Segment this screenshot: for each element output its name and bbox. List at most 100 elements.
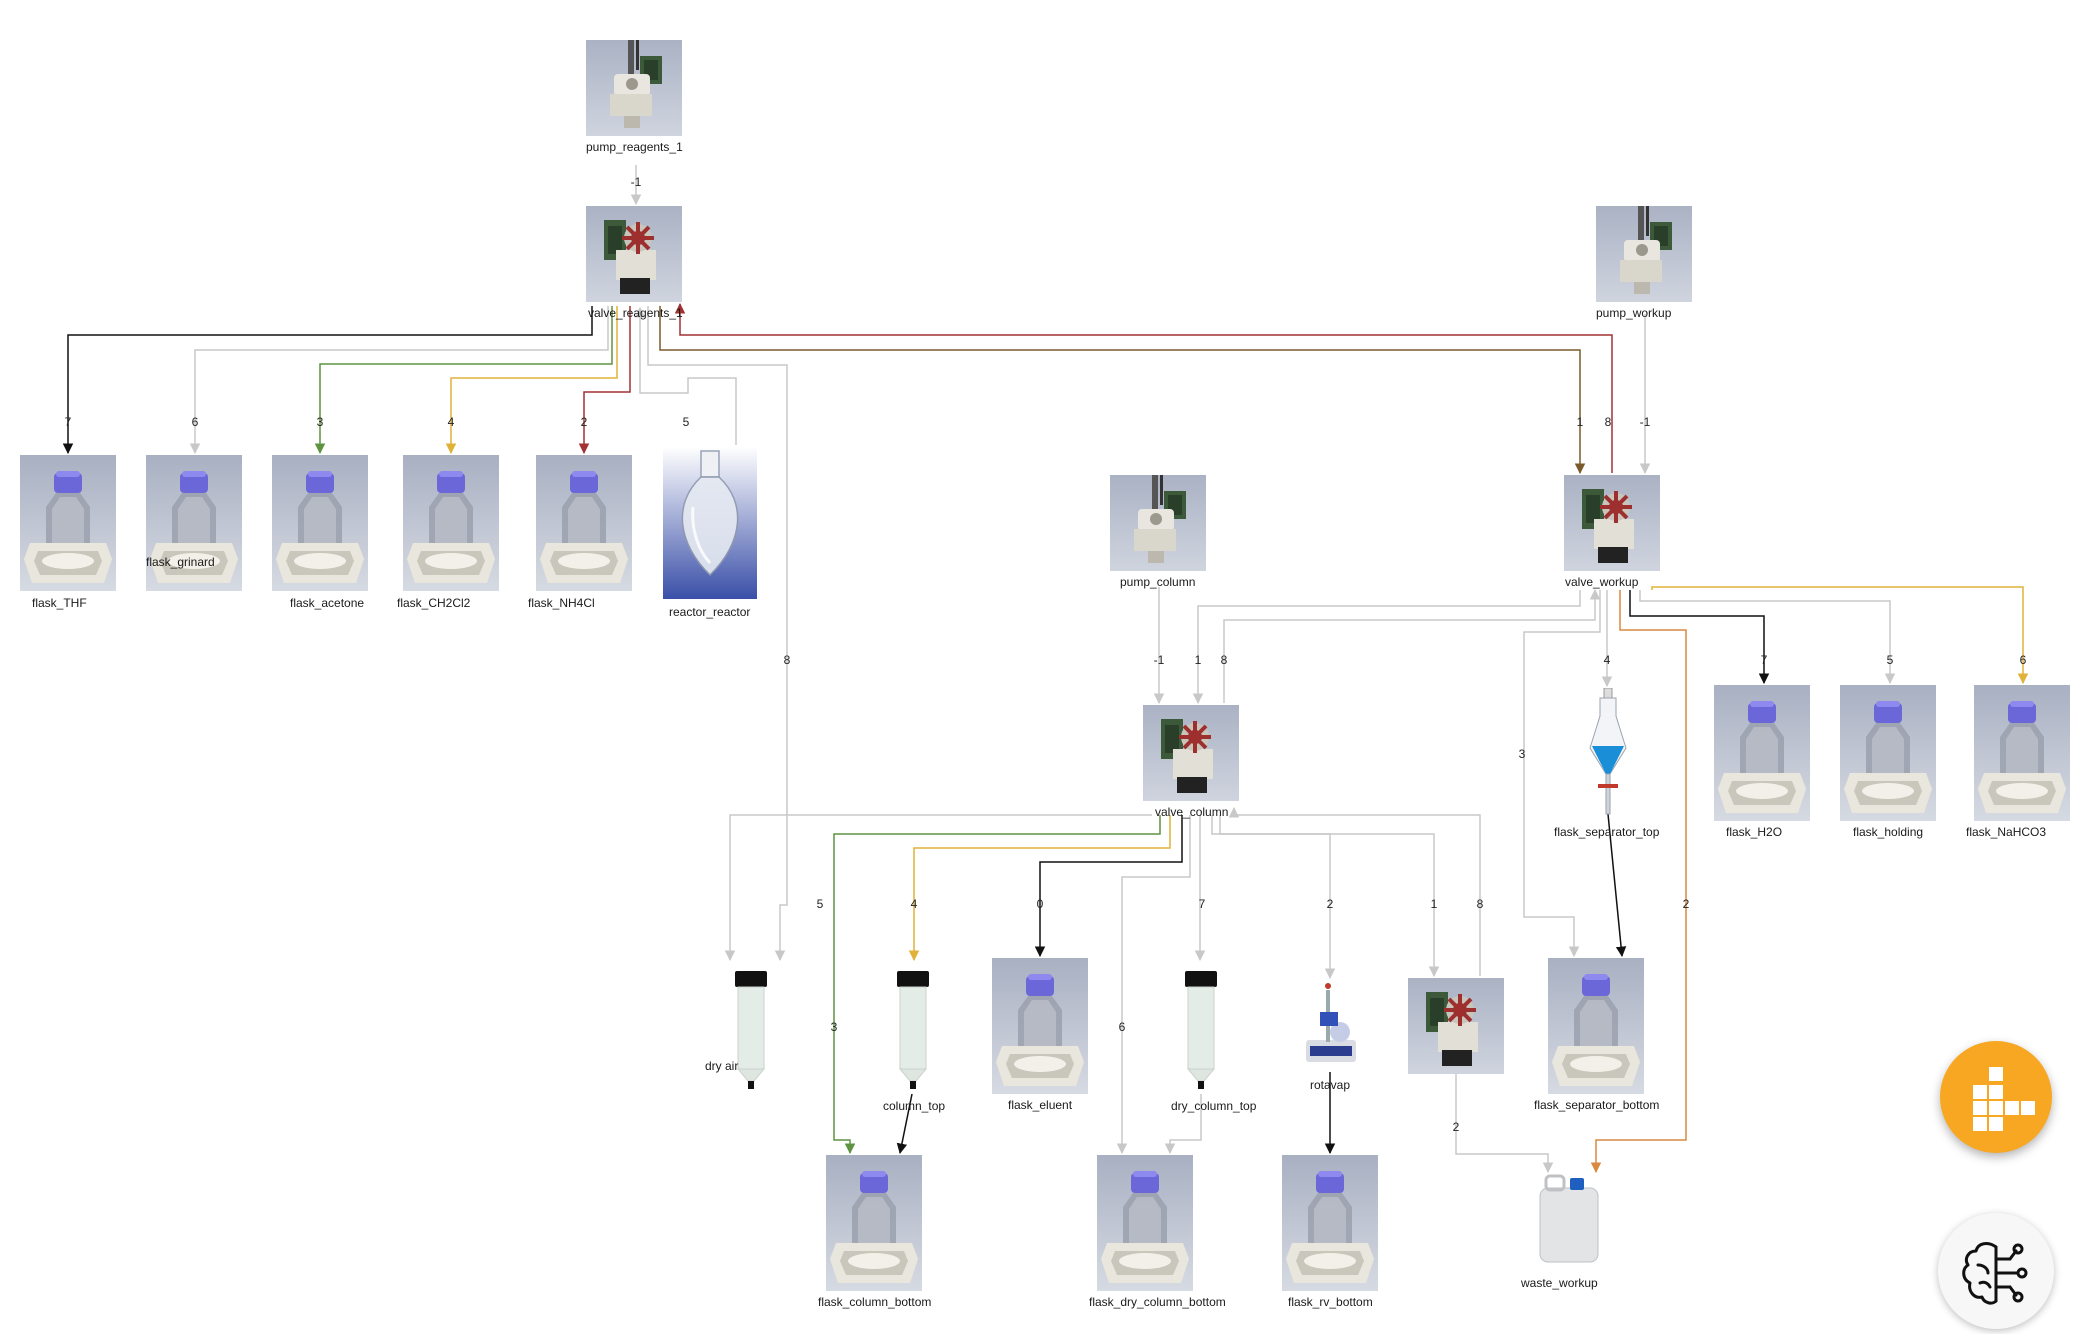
- edge-valve_column-to-dry_column_top[interactable]: 7: [1194, 815, 1206, 962]
- edge-port-label: 6: [1119, 1020, 1126, 1034]
- edge-valve_column-to-flask_dry_column_bottom[interactable]: 6: [1116, 815, 1191, 1155]
- node-label: flask_CH2Cl2: [397, 596, 471, 610]
- node-label: flask_H2O: [1726, 825, 1783, 839]
- node-label: flask_dry_column_bottom: [1089, 1295, 1226, 1309]
- flask-icon: [272, 455, 368, 591]
- cartridge-icon: [1182, 963, 1220, 1091]
- edge-port-label: 8: [1477, 897, 1484, 911]
- edge-port-label: 1: [1577, 415, 1584, 429]
- edge-port-label: 7: [1199, 897, 1206, 911]
- valve-icon: [1564, 475, 1660, 571]
- edge-valve_reagents_1-to-dry_air[interactable]: 8: [647, 306, 791, 962]
- flask-icon: [1714, 685, 1810, 821]
- edge-dry_column_top-to-flask_dry_column_bottom[interactable]: [1164, 1094, 1202, 1155]
- node-label: waste_workup: [1521, 1276, 1598, 1290]
- cartridge-icon: [894, 963, 932, 1091]
- edge-port-label: -1: [1154, 653, 1165, 667]
- edge-valve_column-to-dry_air[interactable]: 5: [724, 814, 1152, 962]
- edge-port-label: 1: [1195, 653, 1202, 667]
- edge-port-label: 6: [2020, 653, 2027, 667]
- node-label: pump_workup: [1596, 306, 1672, 320]
- edge-valve_rv-to-valve_column[interactable]: 8: [1228, 806, 1484, 976]
- edge-valve_column-to-column_top[interactable]: 4: [908, 815, 1171, 962]
- flask-icon: [536, 455, 632, 591]
- edge-valve_workup-to-valve_column[interactable]: 1: [1192, 590, 1581, 705]
- node-label: pump_reagents_1: [586, 140, 683, 154]
- node-label: valve_workup: [1565, 575, 1639, 589]
- edge-port-label: 2: [1683, 897, 1690, 911]
- node-label: dry air: [705, 1059, 739, 1073]
- edge-valve_workup-to-flask_separator_bottom[interactable]: 3: [1519, 590, 1601, 958]
- edge-pump_reagents_1-to-valve_reagents_1[interactable]: -1: [631, 165, 642, 206]
- edge-valve_column-to-valve_workup[interactable]: 8: [1221, 588, 1601, 703]
- edge-pump_workup-to-valve_workup[interactable]: -1: [1640, 314, 1651, 475]
- edge-valve_workup-to-flask_H2O[interactable]: 7: [1629, 590, 1770, 685]
- edge-valve_rv-to-waste_workup[interactable]: 2: [1453, 1074, 1554, 1174]
- edge-valve_column-to-flask_column_bottom[interactable]: 3: [831, 815, 1161, 1155]
- edge-port-label: 6: [192, 415, 199, 429]
- pump-icon: [586, 40, 682, 136]
- node-label: column_top: [883, 1099, 946, 1113]
- edge-port-label: 2: [581, 415, 588, 429]
- node-label: flask_rv_bottom: [1288, 1295, 1373, 1309]
- edge-valve_reagents_1-to-flask_THF[interactable]: 7: [62, 306, 593, 455]
- edge-port-label: 8: [1221, 653, 1228, 667]
- edge-valve_reagents_1-to-flask_grinard[interactable]: 6: [189, 306, 609, 455]
- edge-port-label: 5: [1887, 653, 1894, 667]
- node-label: pump_column: [1120, 575, 1196, 589]
- edge-port-label: 7: [65, 415, 72, 429]
- edge-valve_reagents_1-to-reactor_reactor[interactable]: 5: [634, 306, 737, 445]
- valve-icon: [586, 206, 682, 302]
- edge-valve_workup-to-valve_reagents_1[interactable]: 8: [674, 302, 1613, 473]
- edge-valve_reagents_1-to-flask_NH4Cl[interactable]: 2: [578, 306, 631, 455]
- pump-icon: [1110, 475, 1206, 571]
- brain-network-icon: [1962, 1242, 2028, 1305]
- edge-valve_column-to-rotavap[interactable]: 2: [1211, 815, 1336, 980]
- edge-valve_workup-to-flask_separator_top[interactable]: 4: [1601, 590, 1613, 688]
- node-label: dry_column_top: [1171, 1099, 1257, 1113]
- node-label: flask_NH4Cl: [528, 596, 595, 610]
- edge-port-label: 2: [1453, 1120, 1460, 1134]
- graph-view-button[interactable]: [1940, 1041, 2052, 1153]
- node-label: flask_separator_top: [1554, 825, 1660, 839]
- edge-valve_column-to-flask_eluent[interactable]: 0: [1034, 815, 1183, 958]
- edge-port-label: 3: [831, 1020, 838, 1034]
- edge-port-label: 2: [1327, 897, 1334, 911]
- edge-flask_separator_top-to-flask_separator_bottom[interactable]: [1607, 813, 1627, 958]
- node-label: flask_acetone: [290, 596, 365, 610]
- edge-port-label: 3: [1519, 747, 1526, 761]
- node-label: flask_holding: [1853, 825, 1924, 839]
- flask-icon: [146, 455, 242, 591]
- flask-icon: [826, 1155, 922, 1291]
- cartridge-icon: [732, 963, 770, 1091]
- valve-icon: [1408, 978, 1504, 1074]
- edge-pump_column-to-valve_column[interactable]: -1: [1154, 587, 1165, 705]
- edge-column_top-to-flask_column_bottom[interactable]: [896, 1093, 913, 1155]
- ai-assistant-button[interactable]: [1938, 1213, 2054, 1329]
- edge-port-label: 4: [911, 897, 918, 911]
- flask-icon: [1840, 685, 1936, 821]
- node-label: flask_grinard: [146, 555, 215, 569]
- edge-port-label: 5: [817, 897, 824, 911]
- grid-graph-icon: [1940, 1041, 2052, 1153]
- edge-valve_workup-to-waste_workup[interactable]: 2: [1590, 590, 1690, 1174]
- edge-valve_reagents_1-to-flask_CH2Cl2[interactable]: 4: [445, 306, 618, 455]
- rotavap-icon: [1300, 980, 1362, 1068]
- edge-port-label: -1: [631, 175, 642, 189]
- edge-valve_reagents_1-to-flask_acetone[interactable]: 3: [314, 306, 613, 455]
- edge-valve_workup-to-flask_holding[interactable]: 5: [1639, 590, 1896, 685]
- node-label: reactor_reactor: [669, 605, 751, 619]
- flask-icon: [403, 455, 499, 591]
- edge-valve_reagents_1-to-valve_workup[interactable]: 1: [659, 306, 1586, 475]
- pump-icon: [1596, 206, 1692, 302]
- edge-port-label: -1: [1640, 415, 1651, 429]
- edge-valve_column-to-valve_rv[interactable]: 1: [1219, 815, 1440, 978]
- edge-port-label: 0: [1037, 897, 1044, 911]
- edge-valve_workup-to-flask_NaHCO3[interactable]: 6: [1651, 586, 2029, 685]
- edge-port-label: 4: [448, 415, 455, 429]
- node-label: valve_reagents_1: [588, 306, 683, 320]
- node-label: valve_column: [1155, 805, 1229, 819]
- flask-icon: [1974, 685, 2070, 821]
